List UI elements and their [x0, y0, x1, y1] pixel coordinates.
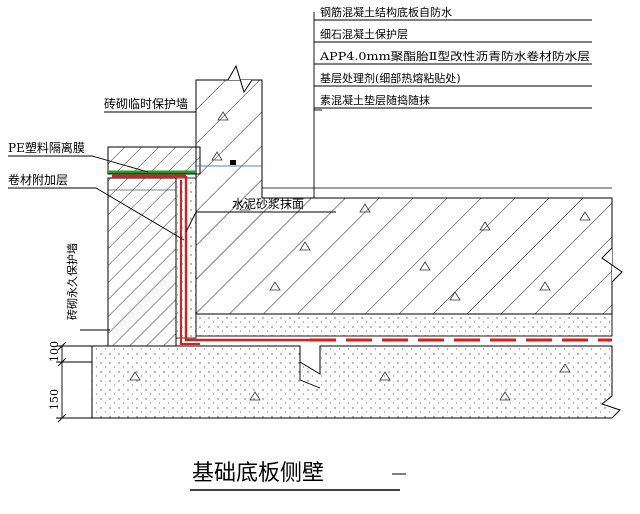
leaders — [8, 12, 592, 423]
layer-label-4: 基层处理剂(细部热熔粘贴处) — [320, 71, 461, 85]
layer-labels: 钢筋混凝土结构底板自防水 细石混凝土保护层 APP4.0mm聚酯胎Ⅱ型改性沥青防… — [319, 5, 590, 107]
construction-lines — [262, 187, 612, 199]
concrete-cushion — [91, 345, 621, 419]
membrane-outer — [180, 180, 200, 345]
label-temp-wall: 砖砌临时保护墙 — [104, 96, 188, 111]
layer-label-1: 钢筋混凝土结构底板自防水 — [320, 5, 452, 19]
drawing-title: 基础底板侧壁 — [190, 461, 406, 491]
dim-150: 150 — [48, 389, 61, 410]
permanent-brick-wall — [107, 177, 177, 347]
label-mortar: 水泥砂浆抹面 — [232, 196, 304, 211]
waterproof-membrane — [112, 174, 612, 345]
label-permanent-wall: 砖砌永久保护墙 — [65, 243, 79, 320]
membrane-inner — [184, 176, 310, 342]
label-pe-film: PE塑料隔离膜 — [8, 140, 85, 155]
temporary-brick-wall — [107, 146, 262, 175]
layer-label-3: APP4.0mm聚酯胎Ⅱ型改性沥青防水卷材防水层 — [319, 49, 590, 63]
layer-label-2: 细石混凝土保护层 — [320, 27, 408, 41]
label-extra-layer: 卷材附加层 — [8, 172, 68, 187]
fine-concrete-layer — [195, 313, 613, 337]
page-title: 基础底板侧壁 — [192, 461, 324, 486]
aggregate-marks — [129, 111, 591, 401]
dim-100: 100 — [48, 341, 61, 362]
layer-label-5: 素混凝土垫层随捣随抹 — [320, 93, 430, 107]
